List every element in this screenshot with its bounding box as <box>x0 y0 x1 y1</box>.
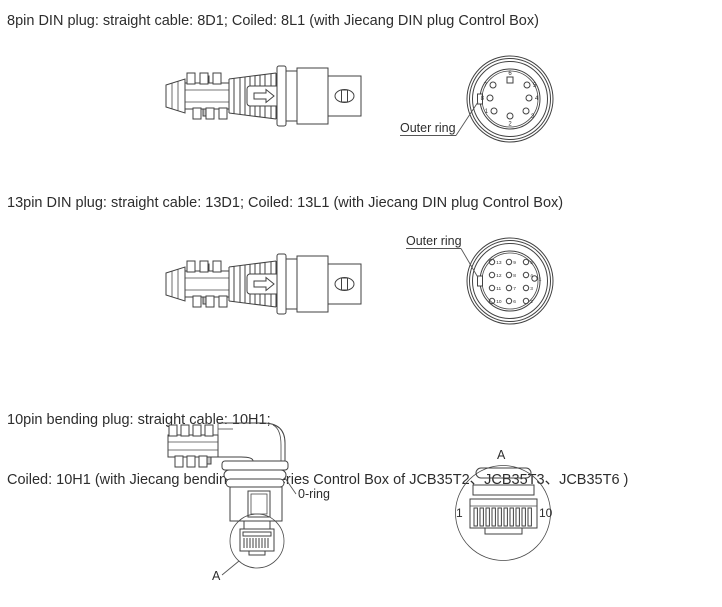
elbow-body <box>217 422 286 462</box>
pin-label: 3 <box>530 286 533 292</box>
bending-plug-drawing: 0-ring A <box>167 422 330 583</box>
pin-label: 8 <box>513 273 516 279</box>
oring-label: 0-ring <box>298 487 330 501</box>
detail-scope-circle <box>229 513 285 569</box>
din-8pin-front-view: 6 7 5 8 4 1 2 3 Outer ring <box>400 55 554 143</box>
detail-view-a: A 1 10 <box>455 448 553 561</box>
din-plug-13pin-drawing <box>165 253 362 315</box>
pin-field-8pin: 6 7 5 8 4 1 2 3 <box>481 71 539 128</box>
pin-label: 4 <box>530 273 533 279</box>
detail-circle <box>455 465 551 561</box>
detail-view-label: A <box>497 448 506 462</box>
pin-label: 13 <box>496 260 502 266</box>
pin10-label: 10 <box>539 506 553 520</box>
pin-label: 5 <box>530 260 533 266</box>
pin-label: 10 <box>496 299 502 305</box>
pin-label: 2 <box>508 122 512 128</box>
pin-label: 2 <box>530 299 533 305</box>
pin-label: 11 <box>496 286 501 292</box>
detail-a-callout: A <box>212 560 240 583</box>
outer-ring-label: Outer ring <box>406 234 462 248</box>
pin-label: 1 <box>485 109 489 115</box>
pin1-label: 1 <box>456 506 463 520</box>
section2-heading: 13pin DIN plug: straight cable: 13D1; Co… <box>7 195 564 211</box>
detail-a-label: A <box>212 569 221 583</box>
pin-field-13pin: 13 9 5 12 8 4 11 7 3 10 6 2 1 <box>488 258 542 305</box>
pin-label: 12 <box>496 273 502 279</box>
o-ring-collars <box>221 460 289 488</box>
cable-strain-relief <box>167 424 219 468</box>
pin-label: 7 <box>484 83 488 89</box>
plug-body <box>229 486 283 530</box>
din-13pin-front-view: 13 9 5 12 8 4 11 7 3 10 6 2 1 <box>406 234 554 325</box>
pin-label: 4 <box>535 96 539 102</box>
pin-label: 1 <box>539 276 542 282</box>
connector-rings <box>466 237 554 325</box>
pin-label: 6 <box>508 71 512 77</box>
din-plug-8pin-drawing <box>165 65 362 127</box>
connector-face <box>469 467 538 535</box>
connector-tip <box>239 528 275 556</box>
pin-label: 7 <box>513 286 516 292</box>
pin-label: 5 <box>533 83 537 89</box>
oring-callout: 0-ring <box>284 477 330 501</box>
pin-label: 6 <box>513 299 516 305</box>
key-notch <box>477 93 483 105</box>
pin-label: 9 <box>513 260 516 266</box>
pin-label: 3 <box>531 114 535 120</box>
outer-ring-label: Outer ring <box>400 121 456 135</box>
outer-ring-callout: Outer ring <box>406 234 479 278</box>
outer-ring-callout: Outer ring <box>400 101 479 136</box>
section3-heading-line1: 10pin bending plug: straight cable: 10H1… <box>7 412 271 428</box>
key-notch <box>477 275 483 287</box>
pin-label: 8 <box>481 96 485 102</box>
connector-rings <box>466 55 554 143</box>
section1-heading: 8pin DIN plug: straight cable: 8D1; Coil… <box>7 13 539 29</box>
